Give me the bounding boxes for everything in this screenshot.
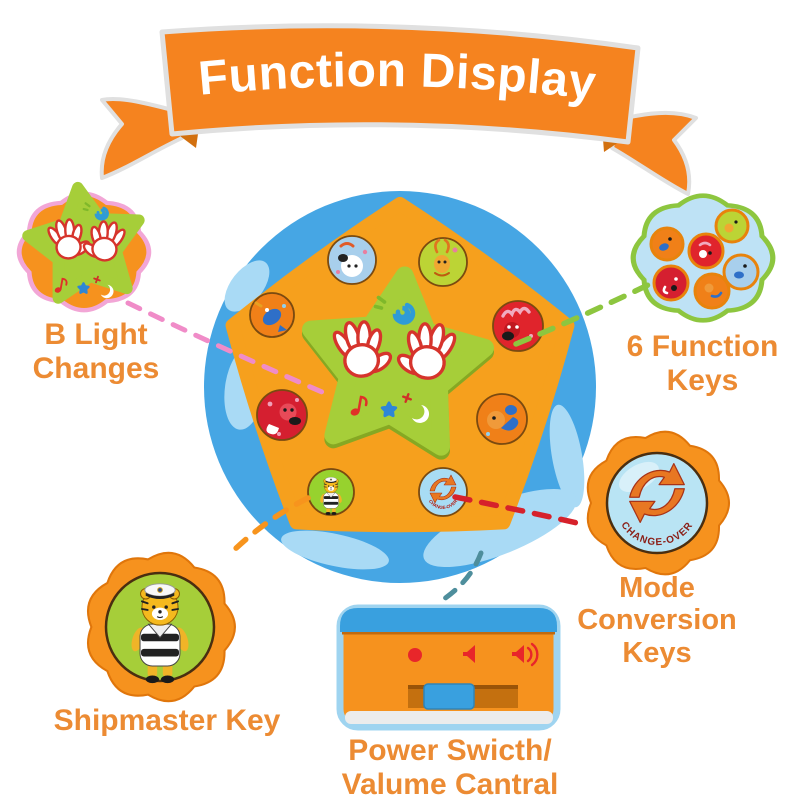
key-face-details <box>659 220 747 298</box>
power-dot-icon <box>408 648 422 662</box>
function-keys-label: 6 Function Keys <box>605 330 800 397</box>
toy-top-view: CHANGE-OVER <box>204 191 596 583</box>
mode-conversion-label-line2: Conversion <box>577 604 737 637</box>
toy-key-red-cat <box>256 389 308 441</box>
function-keys-label-line1: 6 Function <box>626 330 779 363</box>
power-label-line1: Power Swicth/ <box>348 734 552 767</box>
toy-key-orange-elephant <box>476 393 528 445</box>
ribbon-band <box>159 23 641 145</box>
light-changes-label-line1: B Light <box>44 318 148 351</box>
toy-key-red-lion-dog <box>492 300 544 352</box>
mode-conversion-illustration: CHANGE-OVER <box>586 430 730 576</box>
function-keys-illustration <box>612 185 800 335</box>
ribbon-right-tail <box>610 110 698 196</box>
power-label-line2: Valume Cantral <box>341 767 559 800</box>
toy-key-change-over: CHANGE-OVER <box>418 467 468 517</box>
ribbon-left-tail <box>99 96 184 180</box>
mode-conversion-label-line1: Mode <box>619 572 695 604</box>
function-keys-label-line2: Keys <box>666 363 739 397</box>
shipmaster-illustration <box>86 551 236 703</box>
band-shadow <box>342 632 555 635</box>
light-changes-label-line2: Changes <box>32 351 160 385</box>
panel-top-band <box>340 608 557 632</box>
toy-key-green-deer <box>418 237 468 287</box>
mode-conversion-label-line3: Keys <box>622 636 692 669</box>
light-changes-illustration <box>8 180 173 335</box>
toy-key-tiger-sailor <box>307 468 355 516</box>
volume-high-icon <box>512 642 539 667</box>
mode-conversion-label: Mode Conversion Keys <box>565 572 749 669</box>
toy-key-blue-dog <box>327 235 377 285</box>
light-changes-label: B Light Changes <box>5 318 187 385</box>
volume-low-icon <box>463 645 475 663</box>
shipmaster-label: Shipmaster Key <box>53 704 281 737</box>
toy-key-orange-fish <box>249 292 295 338</box>
slider-knob <box>423 683 475 710</box>
power-panel-illustration <box>336 604 561 731</box>
panel-bottom-strip <box>345 711 553 724</box>
power-label: Power Swicth/ Valume Cantral <box>318 734 582 800</box>
change-over-button <box>605 451 709 555</box>
button-gloss <box>619 461 659 493</box>
banner-ribbon: Function Display <box>99 23 698 196</box>
